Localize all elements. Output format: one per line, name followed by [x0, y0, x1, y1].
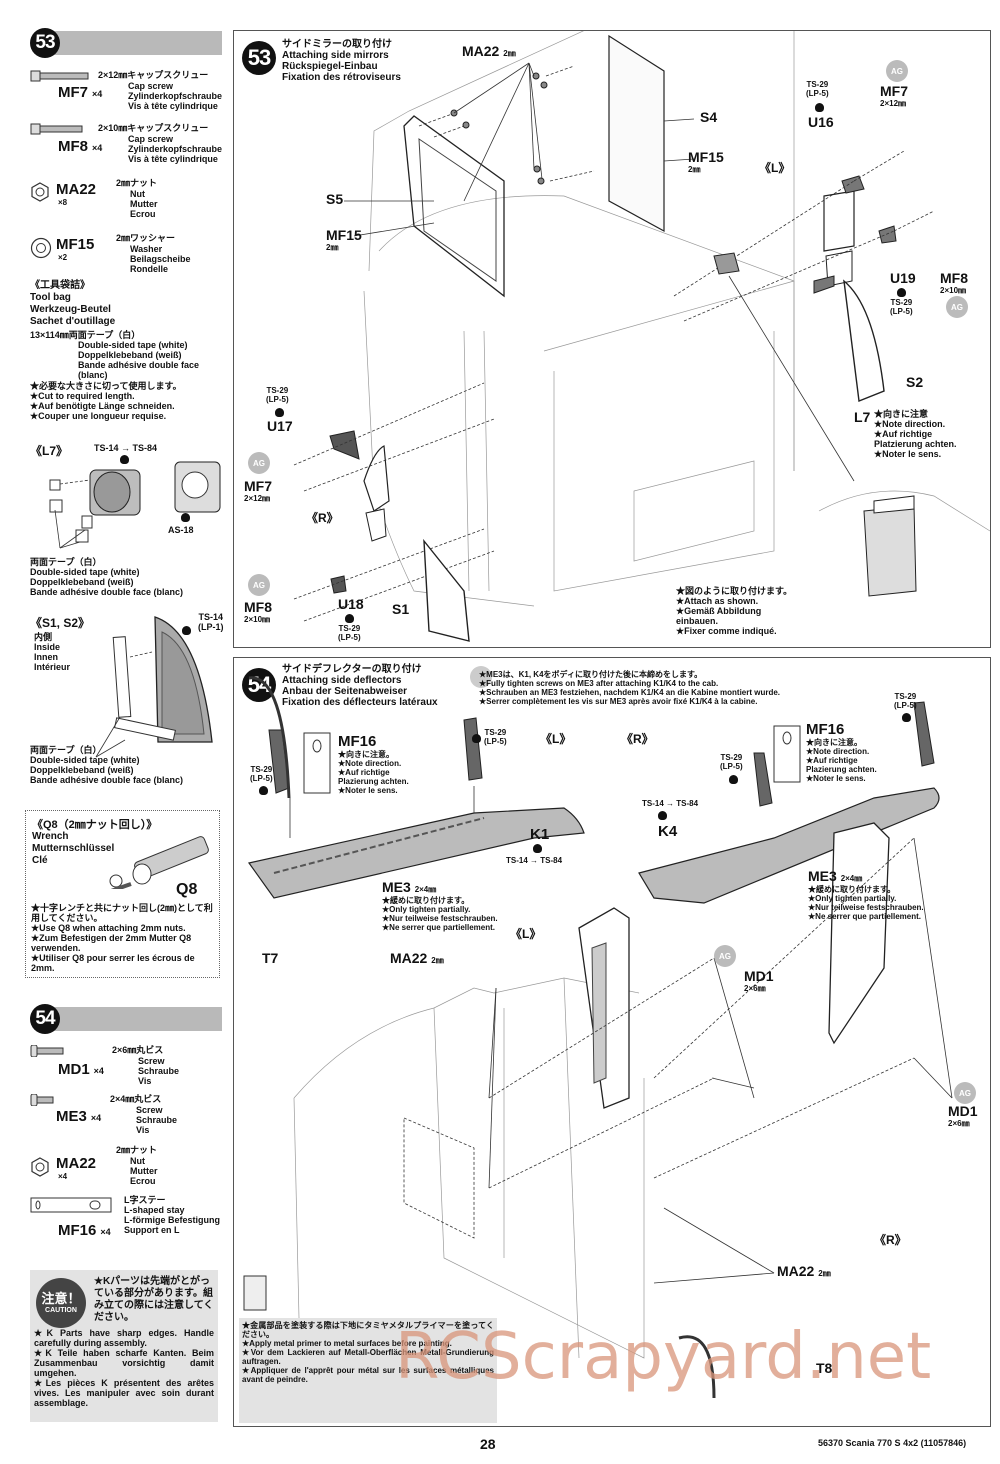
page-number: 28 [480, 1436, 496, 1452]
tape-note: 両面テープ（白）Double-sided tape (white)Doppelk… [30, 557, 184, 597]
cap-screw-icon [30, 123, 83, 135]
paint-drop-icon [345, 614, 354, 623]
ag-grease-icon: AG [248, 452, 270, 474]
primer-note-box: ★金属部品を塗装する際は下地にタミヤメタルプライマーを塗ってください。★Appl… [239, 1318, 497, 1423]
toolbag-notes: ★必要な大きさに切って使用します。★Cut to required length… [30, 381, 182, 421]
ag-grease-icon: AG [886, 60, 908, 82]
ag-grease-icon: AG [954, 1082, 976, 1104]
ag-grease-icon: AG [248, 574, 270, 596]
l7-part-illustration [49, 461, 221, 549]
paint-drop-icon [472, 734, 481, 743]
paint-drop-icon [729, 775, 738, 784]
paint-code: TS-14(LP-1) [198, 612, 224, 632]
ag-grease-icon: AG [946, 296, 968, 318]
caution-badge-icon: 注意！ CAUTION [36, 1278, 86, 1328]
paint-drop-icon [259, 786, 268, 795]
footer-product: 56370 Scania 770 S 4x2 (11057846) [818, 1438, 967, 1448]
paint-drop-icon [182, 626, 191, 635]
round-screw-icon [30, 1045, 64, 1057]
paint-drop-icon [120, 455, 129, 464]
l7-detail: 《L7》 TS-14 → TS-84 AS-18 両面テープ（白）Double-… [30, 440, 225, 597]
l-stay-icon [30, 1197, 112, 1213]
sidebar-step53-header: 53 [30, 28, 222, 58]
step-badge: 53 [30, 28, 60, 58]
step54-assembly-illustration [243, 676, 953, 1399]
sidebar-step54-header: 54 [30, 1004, 222, 1034]
step54-top-notes: ★ME3は、K1, K4をボディに取り付けた後に本締めをします。★Fully t… [479, 670, 781, 706]
tape-note: 両面テープ（白）Double-sided tape (white)Doppelk… [30, 745, 184, 785]
ag-grease-icon: AG [714, 945, 736, 967]
hex-nut-icon [31, 1157, 49, 1177]
caution-box: 注意！ CAUTION ★Kパーツは先端がとがっている部分があります。組み立ての… [30, 1270, 218, 1422]
paint-drop-icon [815, 103, 824, 112]
paint-drop-icon [275, 408, 284, 417]
hex-nut-icon [31, 182, 49, 202]
round-screw-icon [30, 1094, 54, 1106]
watermark: RCScrapyard.net [395, 1320, 932, 1394]
step53-assembly-illustration [293, 31, 990, 642]
paint-drop-icon [902, 713, 911, 722]
paint-drop-icon [181, 513, 190, 522]
toolbag-section: 《工具袋詰》 Tool bag Werkzeug-Beutel Sachet d… [30, 280, 225, 421]
washer-icon [30, 237, 52, 259]
highlight-dot [470, 666, 492, 688]
paint-drop-icon [533, 844, 542, 853]
step-badge: 54 [30, 1004, 60, 1034]
paint-drop-icon [897, 288, 906, 297]
s1-s2-illustration [95, 616, 213, 758]
cap-screw-icon [30, 70, 89, 82]
paint-drop-icon [658, 811, 667, 820]
q8-notes: ★十字レンチと共にナット回し(2㎜)として利用してください。★Use Q8 wh… [31, 903, 213, 973]
wrench-icon [109, 836, 209, 889]
